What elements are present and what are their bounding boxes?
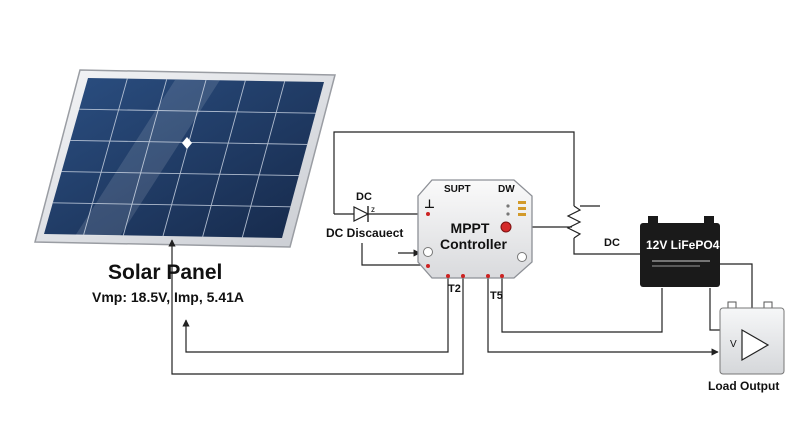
cell-grid-col bbox=[162, 79, 207, 237]
status-led-red bbox=[500, 221, 512, 233]
battery-label: 12V LiFePO4 bbox=[646, 238, 720, 252]
load-output bbox=[719, 301, 785, 375]
wire-t5-load bbox=[487, 278, 719, 356]
wire-t5-battery bbox=[501, 278, 663, 333]
solar-panel-cells bbox=[44, 78, 324, 238]
controller-title-line1: MPPT bbox=[450, 220, 490, 236]
terminal-t2-label: T2 bbox=[448, 283, 461, 295]
terminal-block-right bbox=[518, 201, 526, 216]
load-terminal-left bbox=[727, 301, 737, 309]
cell-grid-col bbox=[83, 78, 128, 235]
resistor-symbol bbox=[560, 205, 582, 239]
controller-title-line2: Controller bbox=[440, 236, 507, 252]
dc-battery-label: DC bbox=[604, 237, 620, 249]
solar-panel-title: Solar Panel bbox=[108, 261, 223, 284]
load-amplifier-icon bbox=[741, 328, 770, 362]
diode-symbol: z bbox=[353, 205, 375, 222]
panel-glare bbox=[75, 80, 220, 236]
ground-symbol: ⊥ bbox=[424, 197, 435, 211]
mount-hole-left bbox=[423, 247, 433, 257]
load-terminal-right bbox=[763, 301, 773, 309]
wire-dc-battery bbox=[573, 238, 640, 255]
load-meter-label: V bbox=[730, 339, 737, 350]
controller-supt-label: SUPT bbox=[444, 184, 471, 195]
mppt-controller bbox=[417, 179, 533, 279]
wire-dc-disconnect bbox=[361, 243, 424, 266]
cell-grid-row bbox=[52, 202, 291, 208]
cell-grid-col bbox=[241, 81, 286, 238]
controller-dw-label: DW bbox=[498, 184, 515, 195]
cell-grid-row bbox=[79, 108, 316, 114]
mount-hole-right bbox=[517, 252, 527, 262]
battery bbox=[640, 216, 720, 287]
cell-grid-col bbox=[202, 80, 246, 237]
status-led-small-2 bbox=[506, 212, 510, 216]
solar-cell-grid bbox=[52, 78, 316, 238]
cell-grid-row bbox=[61, 171, 299, 177]
wire-top-loop bbox=[333, 131, 575, 214]
solar-panel bbox=[34, 69, 336, 248]
load-output-label: Load Output bbox=[708, 379, 780, 393]
terminal-t5-label: T5 bbox=[490, 290, 503, 302]
controller-body bbox=[417, 179, 533, 279]
terminal-pins bbox=[426, 212, 504, 278]
dc-disconnect-label: DC Discauect bbox=[326, 226, 404, 240]
wire-left-return bbox=[168, 239, 464, 375]
wire-t2-return bbox=[182, 278, 449, 353]
battery-terminal-right bbox=[704, 216, 714, 223]
battery-terminal-left bbox=[648, 216, 658, 223]
panel-sparkle bbox=[182, 137, 192, 149]
cell-grid-col bbox=[122, 79, 168, 236]
diode-label: DC bbox=[356, 191, 372, 203]
diode-mark: z bbox=[371, 205, 375, 214]
wire-battery-load bbox=[720, 263, 753, 308]
status-led-small-1 bbox=[506, 204, 510, 208]
battery-body bbox=[640, 223, 720, 287]
solar-panel-specs: Vmp: 18.5V, Imp, 5.41A bbox=[92, 289, 244, 305]
